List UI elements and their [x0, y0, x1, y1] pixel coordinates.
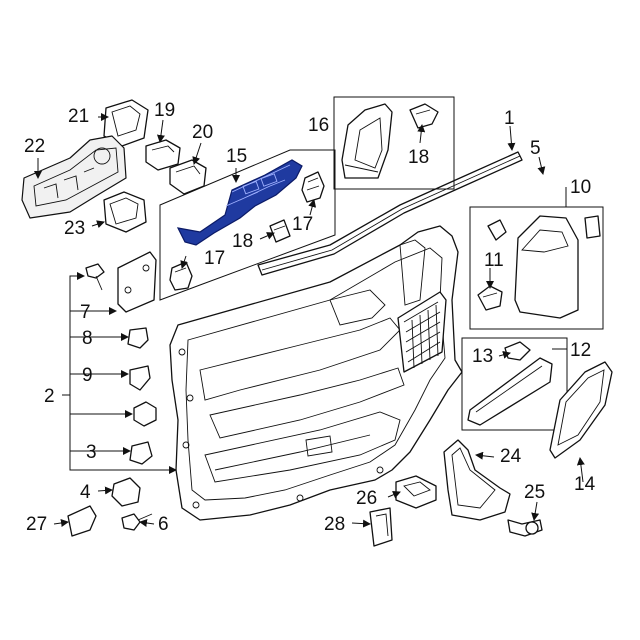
bracket-7: [117, 251, 157, 313]
bracket-28: [369, 507, 393, 547]
callout-17-right: 17: [292, 214, 313, 235]
callout-17-left: 17: [204, 248, 225, 269]
callout-26: 26: [356, 488, 377, 509]
clip-13: [504, 341, 531, 361]
clip-8: [127, 327, 149, 349]
callout-11: 11: [484, 250, 504, 271]
callout-1: 1: [504, 108, 515, 129]
callout-9: 9: [82, 365, 93, 386]
door-trim-panel: [169, 225, 463, 521]
belt-weatherstrip: [257, 151, 523, 276]
callout-20: 20: [192, 122, 213, 143]
trim-panel-12: [467, 357, 553, 426]
callout-4: 4: [80, 482, 91, 503]
callout-18-top: 18: [408, 147, 429, 168]
callout-15: 15: [226, 146, 247, 167]
callout-labels: 1 2 3 4 5 6 7 8 9 10 11 12 13 14 15 16 1…: [24, 100, 596, 535]
callout-28: 28: [324, 514, 345, 535]
clip-17-upper: [301, 171, 325, 203]
clip-18-lower: [269, 219, 291, 243]
callout-27: 27: [26, 514, 47, 535]
callout-7: 7: [80, 302, 91, 323]
callout-21: 21: [68, 106, 89, 127]
callout-18-left: 18: [232, 231, 253, 252]
callout-13: 13: [472, 346, 493, 367]
clip-18-upper: [409, 103, 439, 129]
switch-23: [103, 191, 147, 233]
clip-11: [477, 285, 503, 311]
callout-22: 22: [24, 136, 45, 157]
leader-lines: [34, 113, 585, 528]
clip-3: [129, 441, 153, 465]
callout-10: 10: [570, 177, 591, 198]
window-switch-bezel-highlighted: [176, 159, 303, 246]
callout-3: 3: [86, 442, 97, 463]
clip-17-lower: [169, 261, 193, 291]
callout-19: 19: [154, 100, 175, 121]
callout-2: 2: [44, 386, 55, 407]
callout-16: 16: [308, 115, 329, 136]
callout-8: 8: [82, 328, 93, 349]
callout-23: 23: [64, 218, 85, 239]
callout-12: 12: [570, 340, 591, 361]
cap-27: [67, 505, 97, 537]
master-switch-22: [21, 135, 127, 219]
callout-25: 25: [524, 482, 545, 503]
bolt-6: [121, 513, 153, 531]
group-box-12: [461, 337, 568, 431]
speaker-grille-14: [549, 361, 613, 459]
group-box-16: [333, 96, 455, 190]
callout-24: 24: [500, 446, 522, 467]
clip-10-pin: [487, 219, 507, 241]
switch-19: [145, 139, 181, 171]
group-box-15: [159, 149, 336, 301]
trim-piece-24: [443, 439, 511, 521]
nut-center: [133, 401, 157, 427]
switch-21: [103, 99, 149, 147]
group-box-10: [469, 206, 604, 330]
speaker-cover-10: [514, 215, 579, 319]
pin-top: [85, 263, 105, 291]
callout-5: 5: [530, 138, 541, 159]
armrest-bracket-16: [341, 103, 393, 179]
callout-6: 6: [158, 514, 169, 535]
clip-10-small: [584, 215, 601, 239]
clip-9: [129, 365, 151, 391]
clip-4: [111, 477, 141, 507]
switch-20: [169, 159, 207, 195]
screw-25: [507, 519, 543, 537]
bracket-26: [395, 475, 437, 509]
callout-14: 14: [574, 474, 596, 495]
